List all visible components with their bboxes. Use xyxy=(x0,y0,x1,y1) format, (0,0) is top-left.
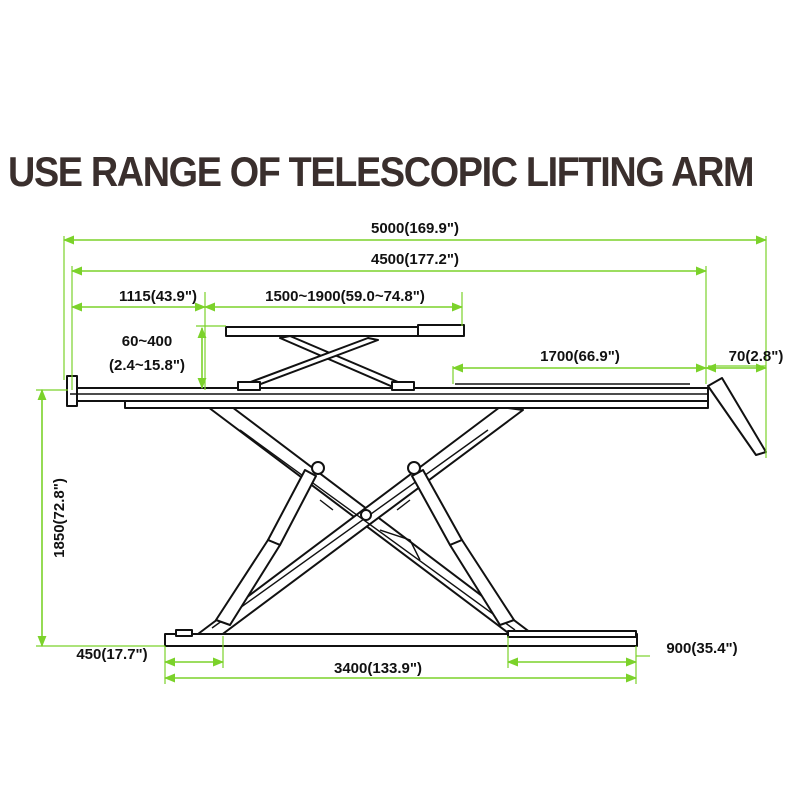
label-total-length: 5000(169.9") xyxy=(371,220,459,237)
dimension-lines xyxy=(36,235,768,684)
label-arm-range: 1500~1900(59.0~74.8") xyxy=(265,288,425,305)
label-base-offset: 450(17.7") xyxy=(76,646,147,663)
label-height: 1850(72.8") xyxy=(51,478,68,558)
secondary-table xyxy=(225,324,465,391)
label-rear-section: 1700(66.9") xyxy=(540,348,620,365)
main-platform xyxy=(66,375,709,409)
base-frame xyxy=(164,629,638,647)
label-ramp: 70(2.8") xyxy=(729,348,784,365)
label-front-offset: 1115(43.9") xyxy=(119,288,197,305)
label-platform-length: 4500(177.2") xyxy=(371,251,459,268)
label-arm-height-in: (2.4~15.8") xyxy=(109,357,185,374)
diagram-title: USE RANGE OF TELESCOPIC LIFTING ARM xyxy=(8,148,755,195)
scissor-legs xyxy=(197,403,536,639)
lift-machine xyxy=(66,324,767,647)
label-base-right: 900(35.4") xyxy=(666,640,737,657)
dimension-labels: 5000(169.9") 4500(177.2") 1115(43.9") 15… xyxy=(51,220,783,677)
label-arm-height-mm: 60~400 xyxy=(122,333,172,350)
label-base-length: 3400(133.9") xyxy=(334,660,422,677)
hydraulic-cylinders xyxy=(215,461,515,626)
ramp xyxy=(707,377,767,456)
